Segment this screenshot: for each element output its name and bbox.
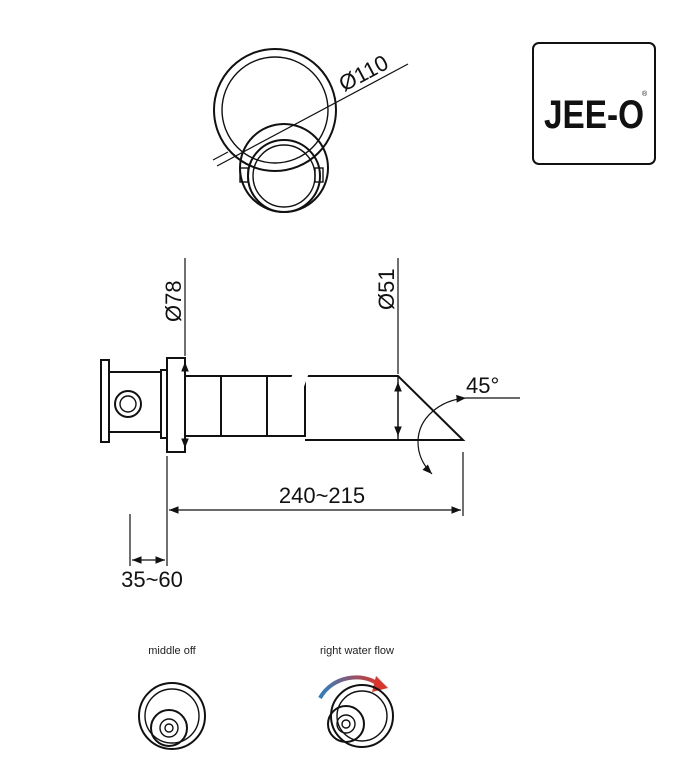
brand-logo-text: JEE-O [544,93,644,137]
spout-diameter-label: Ø51 [374,268,399,310]
flange-diameter-label: Ø78 [161,280,186,322]
spout-knob-top [247,139,321,213]
ring-diameter-label: Ø110 [335,50,393,97]
brand-logo: JEE-O ® [532,42,656,165]
spout-angle-label: 45° [466,373,499,398]
registered-mark: ® [642,90,648,98]
spout [305,375,466,441]
position-label: right water flow [320,645,394,657]
flow-direction-arrow-icon [318,675,380,700]
side-view: Ø78 Ø51 45° 240~215 35~60 [100,258,520,592]
handle-ring [213,48,337,172]
spout-length-label: 240~215 [279,483,365,508]
valve-cartridge [114,390,142,418]
wall-depth-label: 35~60 [121,567,183,592]
position-middle-off: middle off [138,645,206,750]
flange [166,357,186,453]
position-right-water-flow: right water flow [318,645,394,748]
position-label: middle off [148,645,196,657]
lever-handle [281,296,334,414]
top-view: Ø110 [212,48,409,213]
